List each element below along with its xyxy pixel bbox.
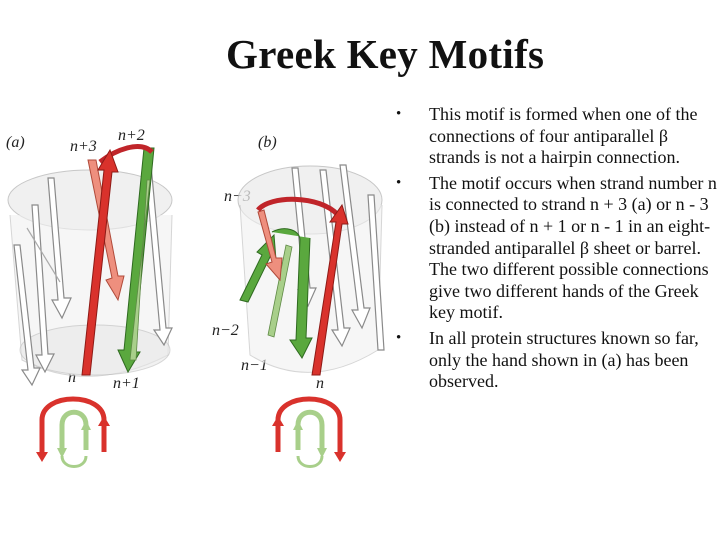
white-strands <box>13 164 173 387</box>
loop-connection-b <box>256 196 340 217</box>
strand-n <box>81 148 119 376</box>
panel-b-label: (b) <box>258 134 277 151</box>
strand-n-minus-2 <box>239 233 277 303</box>
bullet-icon: • <box>396 106 402 122</box>
bullet-item: • In all protein structures known so far,… <box>396 328 718 393</box>
schematic-b <box>272 396 346 468</box>
strand-label-n-plus-3: n+3 <box>70 138 97 155</box>
strand-n-b <box>311 203 349 376</box>
panel-b: (b) n−3 n−2 n−1 n <box>212 134 385 468</box>
strand-n-minus-2-loop <box>271 228 313 359</box>
bullet-item: • The motif occurs when strand number n i… <box>396 173 718 324</box>
bullet-icon: • <box>396 174 402 191</box>
strand-label-n: n <box>68 369 76 386</box>
strand-n-plus-1 <box>129 179 151 361</box>
bullet-list: • This motif is formed when one of the co… <box>396 104 718 397</box>
panel-a: (a) n+3 n+2 n n+1 <box>6 127 173 468</box>
strand-label-n-b: n <box>316 375 324 392</box>
bullet-text: In all protein structures known so far, … <box>429 327 699 392</box>
bullet-item: • This motif is formed when one of the co… <box>396 104 718 169</box>
bullet-text: The motif occurs when strand number n is… <box>429 172 717 323</box>
strand-label-n-plus-2: n+2 <box>118 127 145 144</box>
strand-label-n-plus-1: n+1 <box>113 375 140 392</box>
bullet-text: This motif is formed when one of the con… <box>429 104 698 168</box>
strand-n-minus-3 <box>257 209 283 282</box>
panel-a-label: (a) <box>6 134 25 151</box>
bullet-icon: • <box>396 329 402 346</box>
slide-title: Greek Key Motifs <box>226 31 545 77</box>
greek-key-figure: (a) n+3 n+2 n n+1 <box>6 127 385 468</box>
strand-n-plus-2 <box>117 147 155 374</box>
strand-label-n-minus-2: n−2 <box>212 322 239 339</box>
schematic-a <box>36 396 110 468</box>
